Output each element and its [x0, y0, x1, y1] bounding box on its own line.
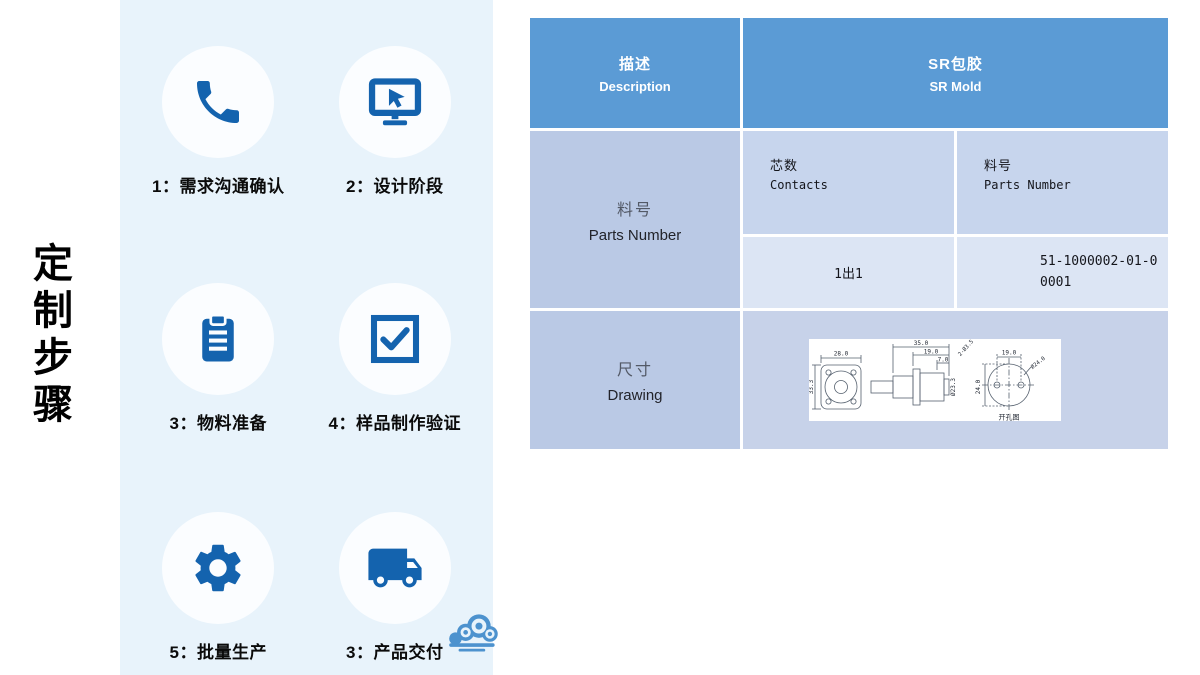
step-label-4: 4：样品制作验证	[328, 414, 461, 433]
dim-panel-hole-dia: Ø24.0	[1029, 355, 1046, 371]
steps-row-3: 5：批量生产 3：产品交付	[120, 512, 493, 663]
step-label-3: 3：物料准备	[169, 414, 267, 433]
dim-hole-pitch: 19.0	[1002, 350, 1017, 357]
checkbox-icon	[338, 283, 451, 395]
subheader-contacts-zh: 芯数	[770, 158, 799, 173]
step-label-6: 3：产品交付	[346, 643, 444, 662]
drawing-label-zh: 尺寸	[616, 362, 653, 379]
row-label-drawing: 尺寸 Drawing	[530, 311, 740, 449]
dim-small-holes: 2-Ø3.5	[957, 339, 976, 358]
contacts-value-cell: 1出1	[743, 237, 954, 308]
page-title-vertical: 定制步骤	[26, 242, 72, 430]
parts-number-value: 51-1000002-01-00001	[1040, 254, 1158, 290]
parts-label-en: Parts Number	[588, 226, 682, 244]
steps-row-1: 1：需求沟通确认 2：设计阶段	[120, 46, 493, 197]
truck-icon	[338, 512, 451, 624]
step-label-2: 2：设计阶段	[346, 177, 444, 196]
technical-drawing: 28.0 33.3 35.0 19.0 7.0 Ø23.3 2-Ø3.5 19.…	[809, 339, 1061, 421]
drawing-label-en: Drawing	[607, 387, 663, 404]
subheader-parts-number: 料号 Parts Number	[957, 131, 1168, 234]
parts-number-value-cell: 51-1000002-01-00001	[957, 237, 1168, 308]
parts-label-zh: 料号	[616, 201, 653, 219]
step-label-5: 5：批量生产	[169, 643, 267, 662]
monitor-cursor-icon	[338, 46, 451, 158]
clipboard-icon	[162, 283, 275, 395]
dim-step-length: 7.0	[938, 357, 949, 364]
header-description-en: Description	[599, 78, 671, 94]
phone-icon	[162, 46, 275, 158]
dim-body-length: 19.0	[924, 349, 939, 356]
parts-number-subtable: 芯数 Contacts 料号 Parts Number 1出1 51-10000…	[743, 131, 1168, 308]
gear-icon	[162, 512, 275, 624]
steps-row-2: 3：物料准备 4：样品制作验证	[120, 283, 493, 434]
header-product-zh: SR包胶	[928, 55, 983, 73]
table-header-product: SR包胶 SR Mold	[743, 18, 1168, 128]
table-header-description: 描述 Description	[530, 18, 740, 128]
dim-total-length: 35.0	[914, 340, 929, 347]
dim-hole-height: 24.0	[975, 379, 982, 394]
subheader-partsnum-en: Parts Number	[984, 178, 1071, 192]
step-item-6: 3：产品交付	[309, 512, 481, 663]
header-description-zh: 描述	[618, 55, 651, 73]
step-item-4: 4：样品制作验证	[309, 283, 481, 434]
drawing-cell: 28.0 33.3 35.0 19.0 7.0 Ø23.3 2-Ø3.5 19.…	[743, 311, 1168, 449]
step-item-1: 1：需求沟通确认	[132, 46, 304, 197]
drawing-caption: 开孔图	[999, 414, 1020, 422]
customization-steps-panel: 1：需求沟通确认 2：设计阶段	[120, 0, 498, 675]
header-product-en: SR Mold	[929, 78, 982, 94]
step-item-2: 2：设计阶段	[309, 46, 481, 197]
dim-flange-width: 28.0	[834, 351, 849, 358]
dim-thread-dia: Ø23.3	[950, 378, 957, 396]
cloud-decoration-icon	[432, 604, 504, 661]
step-item-5: 5：批量生产	[132, 512, 304, 663]
spec-table: 描述 Description SR包胶 SR Mold 料号 Parts Num…	[530, 18, 1168, 449]
row-label-parts-number: 料号 Parts Number	[530, 131, 740, 308]
steps-grid: 1：需求沟通确认 2：设计阶段	[120, 0, 493, 663]
subheader-contacts-en: Contacts	[770, 178, 828, 192]
step-item-3: 3：物料准备	[132, 283, 304, 434]
step-label-1: 1：需求沟通确认	[152, 177, 285, 196]
subheader-contacts: 芯数 Contacts	[743, 131, 954, 234]
dim-flange-height: 33.3	[809, 379, 815, 394]
subheader-partsnum-zh: 料号	[984, 158, 1013, 173]
